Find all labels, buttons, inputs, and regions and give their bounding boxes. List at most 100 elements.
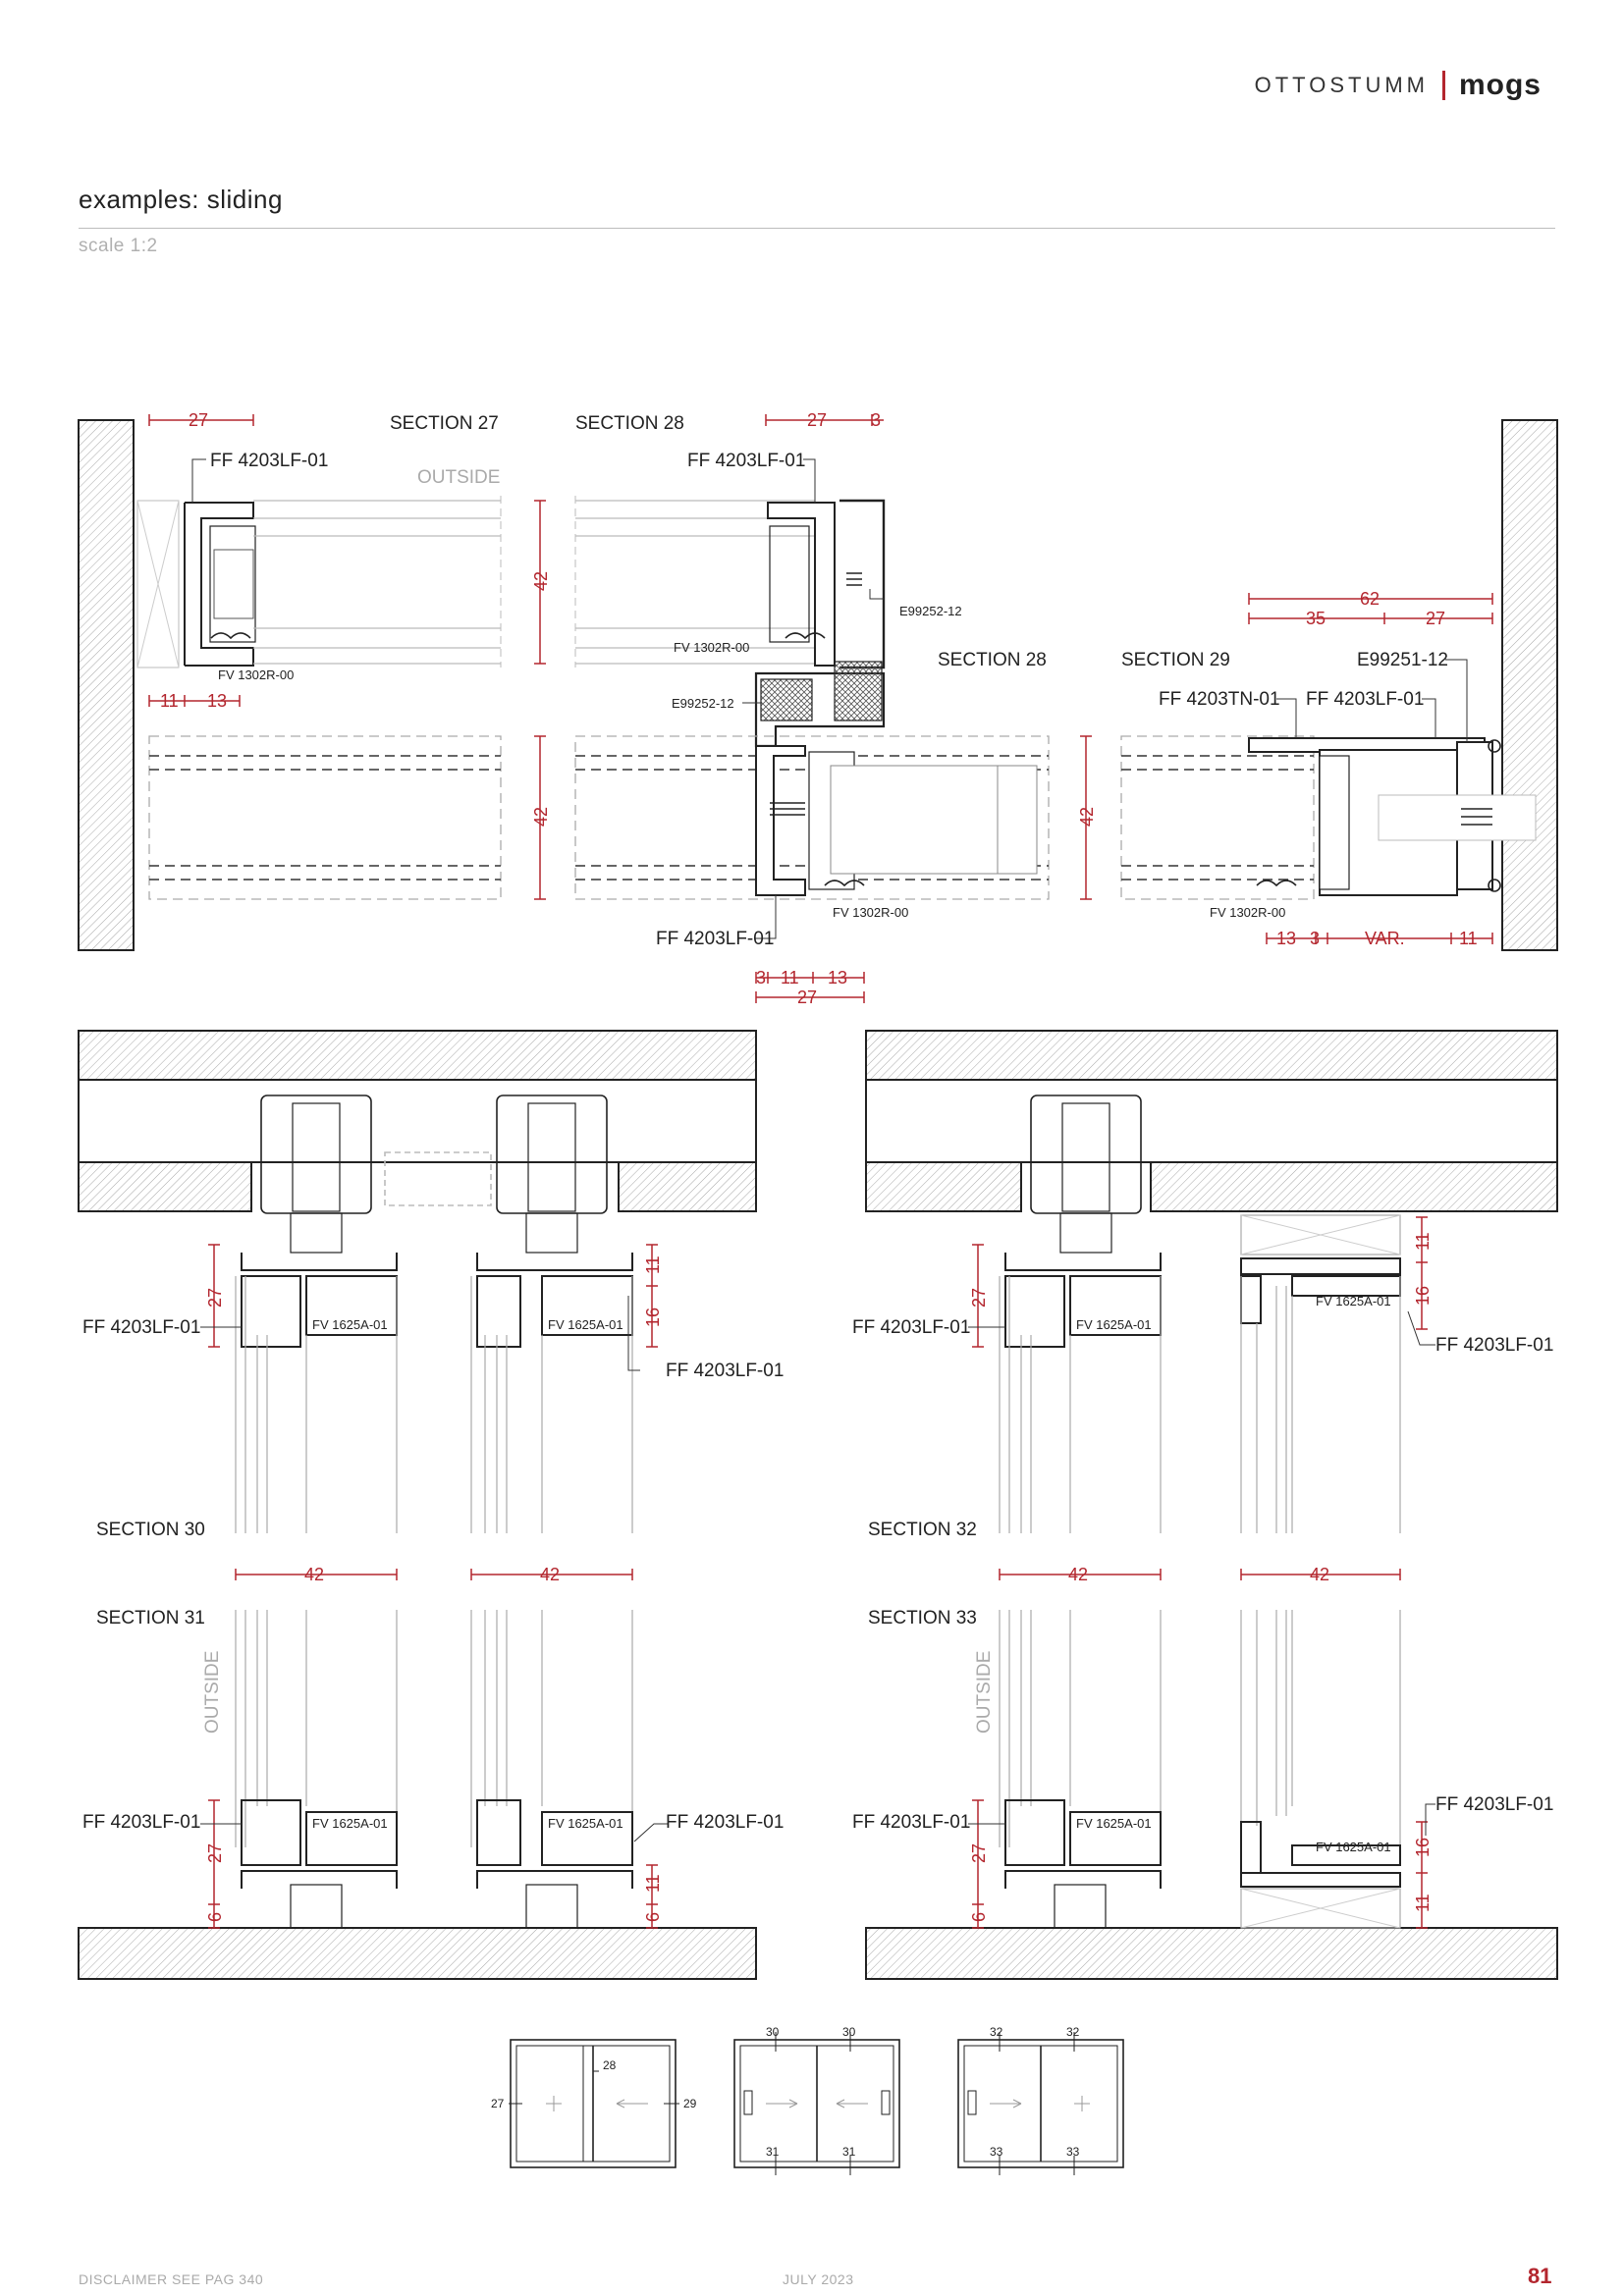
dim-13-c: 13 bbox=[1276, 929, 1296, 948]
dim-27-d: 27 bbox=[1426, 609, 1445, 628]
key-32-b: 32 bbox=[1066, 2025, 1080, 2039]
right-wall bbox=[1501, 419, 1558, 951]
fv-1625-label-f: FV 1625A-01 bbox=[548, 1816, 623, 1831]
e99252-label-a: E99252-12 bbox=[899, 604, 962, 618]
dim-b-42-d: 42 bbox=[1310, 1565, 1329, 1584]
ff-lf-label-b6: FF 4203LF-01 bbox=[666, 1812, 784, 1833]
fv-1625-label-h: FV 1625A-01 bbox=[1316, 1840, 1391, 1854]
dim-27-a: 27 bbox=[189, 410, 208, 430]
dim-27-c: 27 bbox=[797, 988, 817, 1007]
key-plan-3 bbox=[957, 2032, 1124, 2175]
key-27: 27 bbox=[491, 2097, 505, 2110]
brand-separator bbox=[1441, 71, 1445, 100]
section28-lower bbox=[574, 735, 1050, 900]
dim-b-16-c: 16 bbox=[1413, 1838, 1433, 1857]
section32-panes bbox=[999, 1214, 1401, 1533]
dim-27-b: 27 bbox=[807, 410, 827, 430]
ff-lf-label-b5: FF 4203LF-01 bbox=[82, 1812, 200, 1833]
dim-b-11-b: 11 bbox=[1413, 1232, 1433, 1251]
key-29: 29 bbox=[683, 2097, 697, 2110]
dim-42-c: 42 bbox=[1077, 807, 1097, 827]
fv-1625-label-d: FV 1625A-01 bbox=[1316, 1294, 1391, 1308]
dim-b-27-a: 27 bbox=[205, 1288, 225, 1308]
top-leaders bbox=[191, 458, 1468, 939]
left-wall bbox=[78, 419, 135, 951]
ff-lf-label-1: FF 4203LF-01 bbox=[210, 451, 328, 471]
ff-lf-label-b8: FF 4203LF-01 bbox=[1435, 1794, 1553, 1815]
section29 bbox=[1120, 735, 1537, 900]
key-33-b: 33 bbox=[1066, 2145, 1080, 2159]
fv-1625-label-g: FV 1625A-01 bbox=[1076, 1816, 1152, 1831]
key-plan-labels: 28 27 29 30 30 31 31 32 32 33 33 bbox=[491, 2025, 1080, 2159]
dim-b-42-c: 42 bbox=[1068, 1565, 1088, 1584]
section-28-label: SECTION 28 bbox=[575, 413, 684, 434]
brand-name: OTTOSTUMM bbox=[1254, 73, 1429, 97]
key-30-a: 30 bbox=[766, 2025, 780, 2039]
section-27-label: SECTION 27 bbox=[390, 413, 499, 434]
fv-1302-label-c: FV 1302R-00 bbox=[833, 905, 908, 920]
outside-label: OUTSIDE bbox=[417, 467, 500, 488]
ff-lf-label-b4: FF 4203LF-01 bbox=[1435, 1335, 1553, 1356]
bottom-labels: SECTION 30 SECTION 31 SECTION 32 SECTION… bbox=[82, 1232, 1553, 1922]
dim-b-42-a: 42 bbox=[304, 1565, 324, 1584]
fv-1302-label-a: FV 1302R-00 bbox=[218, 667, 294, 682]
top-sections bbox=[78, 419, 1558, 951]
title-divider bbox=[79, 228, 1555, 229]
fv-1625-label-e: FV 1625A-01 bbox=[312, 1816, 388, 1831]
bottom-dimensions bbox=[208, 1216, 1428, 1929]
dim-11-b: 11 bbox=[781, 968, 799, 988]
ff-lf-label-4: FF 4203LF-01 bbox=[1306, 689, 1424, 710]
ff-lf-label-b1: FF 4203LF-01 bbox=[82, 1317, 200, 1338]
ff-lf-label-b3: FF 4203LF-01 bbox=[852, 1317, 970, 1338]
dim-b-11-d: 11 bbox=[1413, 1894, 1433, 1912]
dim-42-a: 42 bbox=[531, 571, 551, 591]
dim-42-b: 42 bbox=[531, 807, 551, 827]
section-31-label: SECTION 31 bbox=[96, 1608, 205, 1629]
dim-3-c: 3 bbox=[1310, 929, 1320, 948]
ff-lf-label-b7: FF 4203LF-01 bbox=[852, 1812, 970, 1833]
section28-sash-upper bbox=[574, 496, 886, 748]
dim-var: VAR. bbox=[1365, 929, 1405, 948]
dim-b-27-c: 27 bbox=[205, 1843, 225, 1863]
key-plan-2 bbox=[733, 2032, 900, 2175]
e99251-label: E99251-12 bbox=[1357, 650, 1448, 670]
fv-1625-label-b: FV 1625A-01 bbox=[548, 1317, 623, 1332]
fv-1625-label-a: FV 1625A-01 bbox=[312, 1317, 388, 1332]
key-33-a: 33 bbox=[990, 2145, 1003, 2159]
section27-sash bbox=[136, 496, 502, 668]
section-32-label: SECTION 32 bbox=[868, 1520, 977, 1540]
dim-b-16-a: 16 bbox=[643, 1308, 663, 1327]
bottom-leaders bbox=[200, 1296, 1435, 1842]
key-28: 28 bbox=[603, 2058, 617, 2072]
dim-b-27-b: 27 bbox=[969, 1288, 989, 1308]
section30-panes bbox=[235, 1253, 633, 1533]
bottom-sections bbox=[78, 1030, 1558, 1980]
dim-b-16-b: 16 bbox=[1413, 1286, 1433, 1306]
brand-logo: mogs bbox=[1458, 69, 1542, 101]
footer-disclaimer: DISCLAIMER SEE PAG 340 bbox=[79, 2271, 264, 2287]
scale-label: scale 1:2 bbox=[79, 236, 158, 256]
section-30-label: SECTION 30 bbox=[96, 1520, 205, 1540]
dim-35: 35 bbox=[1306, 609, 1326, 628]
dim-b-11-c: 11 bbox=[643, 1874, 663, 1893]
key-31-b: 31 bbox=[842, 2145, 856, 2159]
section33-panes bbox=[999, 1610, 1401, 1929]
dim-11-a: 11 bbox=[160, 691, 179, 711]
dim-b-27-d: 27 bbox=[969, 1843, 989, 1863]
top-labels: SECTION 27 SECTION 28 SECTION 28 SECTION… bbox=[160, 410, 1478, 1007]
section31-panes bbox=[235, 1610, 633, 1929]
ff-lf-label-3: FF 4203LF-01 bbox=[656, 929, 774, 949]
dim-62: 62 bbox=[1360, 589, 1380, 609]
outside-label-a: OUTSIDE bbox=[202, 1651, 223, 1734]
key-30-b: 30 bbox=[842, 2025, 856, 2039]
ff-tn-label: FF 4203TN-01 bbox=[1159, 689, 1280, 710]
section-28-label-b: SECTION 28 bbox=[938, 650, 1047, 670]
dim-b-42-b: 42 bbox=[540, 1565, 560, 1584]
dim-3-a: 3 bbox=[871, 410, 881, 430]
footer-date: JULY 2023 bbox=[783, 2271, 854, 2287]
key-plan-1 bbox=[509, 2039, 679, 2168]
dim-11-c: 11 bbox=[1459, 929, 1478, 948]
section-29-label: SECTION 29 bbox=[1121, 650, 1230, 670]
dim-13-b: 13 bbox=[828, 968, 847, 988]
